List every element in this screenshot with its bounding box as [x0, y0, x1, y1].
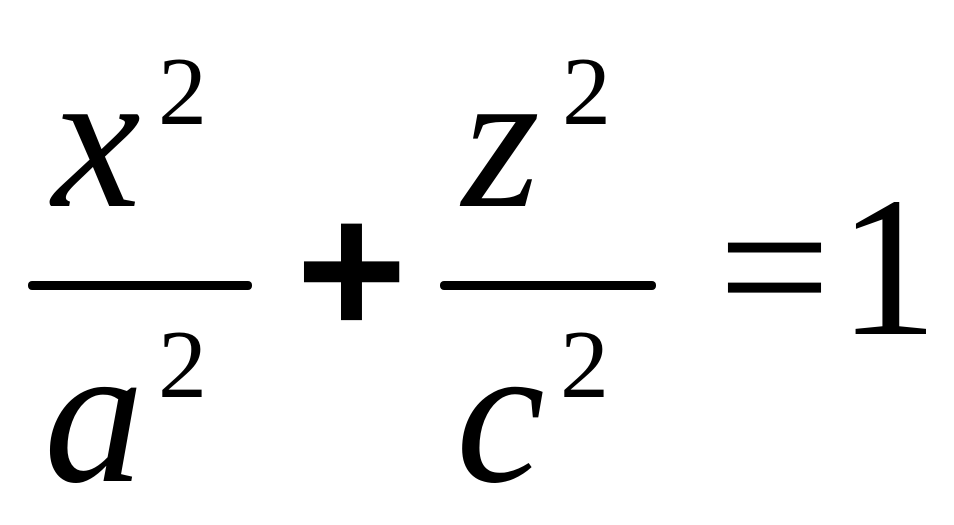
term2-denominator-base: c [456, 304, 545, 525]
term2-denominator-exponent: 2 [560, 311, 609, 419]
term1-denominator-exponent: 2 [158, 311, 207, 419]
term1-denominator-base: a [44, 304, 144, 525]
right-hand-side: 1 [838, 157, 938, 378]
term1-numerator-exponent: 2 [158, 38, 207, 146]
term1-numerator-base: x [52, 29, 141, 250]
equals-sign: = [718, 157, 831, 378]
term1-fraction-bar [28, 281, 252, 290]
term2-numerator-base: z [462, 29, 540, 250]
term2-fraction-bar [440, 281, 656, 290]
term2-numerator-exponent: 2 [562, 38, 611, 146]
plus-sign: + [296, 164, 407, 376]
